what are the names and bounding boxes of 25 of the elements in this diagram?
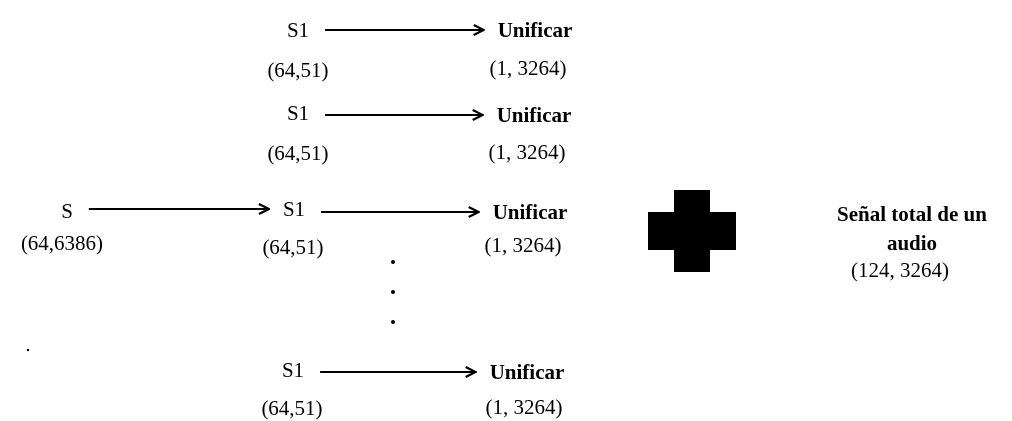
node-label: Unificar bbox=[494, 103, 574, 127]
label-text: Señal total de un audio bbox=[836, 201, 988, 257]
arrow bbox=[325, 23, 485, 37]
dimension-text: (64,51) bbox=[262, 235, 324, 259]
dimension-text: (1, 3264) bbox=[488, 140, 566, 164]
arrow bbox=[321, 205, 480, 219]
arrow bbox=[325, 108, 484, 122]
arrow bbox=[320, 365, 477, 379]
node-label: Unificar bbox=[495, 18, 575, 42]
arrow bbox=[88, 202, 270, 216]
dimension-text: (64,51) bbox=[267, 141, 329, 165]
node-label: Unificar bbox=[487, 360, 567, 384]
node-label: S1 bbox=[284, 18, 312, 42]
node-label: S bbox=[59, 199, 75, 223]
node-label: S1 bbox=[284, 101, 312, 125]
dimension-text: (1, 3264) bbox=[485, 395, 563, 419]
label-text: (124, 3264) bbox=[851, 258, 949, 282]
dimension-text: (64,51) bbox=[267, 58, 329, 82]
node-label: S1 bbox=[279, 358, 307, 382]
dimension-text: (1, 3264) bbox=[484, 233, 562, 257]
node-label: S1 bbox=[280, 197, 308, 221]
node-label: Unificar bbox=[490, 200, 570, 224]
dimension-text: (64,51) bbox=[261, 396, 323, 420]
dimension-text: (64,6386) bbox=[20, 231, 104, 255]
dimension-text: (1, 3264) bbox=[489, 56, 567, 80]
